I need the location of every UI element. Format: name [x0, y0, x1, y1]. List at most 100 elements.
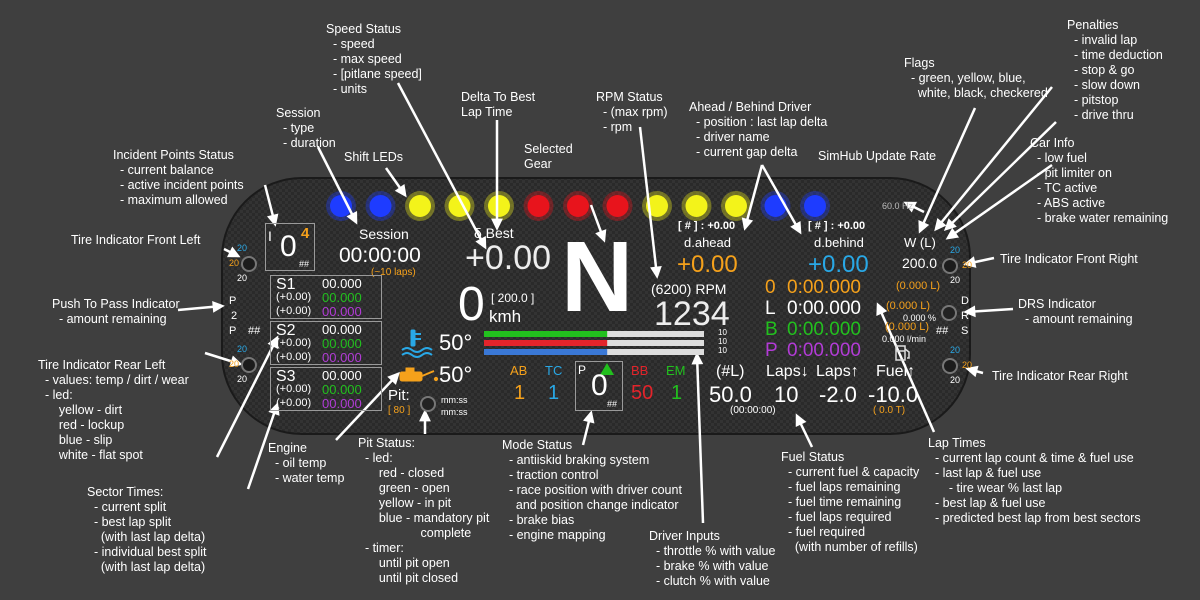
annotation-arrowhead	[918, 220, 930, 234]
shift-led-blue	[764, 195, 787, 217]
annotation-arrow	[945, 121, 1057, 230]
sector-individual-delta: (+0.00)	[276, 397, 312, 409]
annotation-arrowhead	[903, 201, 918, 213]
brake-value: 10	[718, 337, 727, 346]
annotation-arrow	[246, 404, 279, 490]
position-value: 0	[591, 369, 608, 402]
annotation-arrow	[215, 337, 279, 458]
tire-fr-mid: 20	[962, 260, 973, 270]
lap-current-label: 0	[765, 277, 776, 298]
sector-best: 00.000	[322, 290, 362, 305]
fuel-laps-remaining-label: Laps↓	[766, 363, 809, 380]
fuel-laps-remaining: 10	[774, 382, 799, 407]
ptp-amount: 2	[231, 310, 238, 322]
annotation-rpm-status: RPM Status - (max rpm) - rpm	[596, 90, 668, 134]
shift-led-yellow	[685, 195, 708, 217]
annotation-driver-inputs: Driver Inputs - throttle % with value - …	[649, 529, 776, 588]
tc-value: 1	[548, 382, 560, 404]
annotation-arrowhead	[650, 266, 662, 279]
shift-led-yellow	[646, 195, 668, 217]
session-laps: (~10 laps)	[371, 267, 416, 278]
tire-led-fl	[241, 256, 257, 272]
ahead-gap: +0.00	[677, 251, 738, 278]
lap-last-time: 0:00.000	[787, 298, 861, 319]
tc-label: TC	[545, 363, 563, 378]
annotation-tire-rear-left: Tire Indicator Rear Left - values: temp …	[38, 358, 189, 462]
lap-best-time: 0:00.000	[787, 319, 861, 340]
annotation-arrow	[743, 164, 764, 229]
position-count: ##	[607, 399, 618, 409]
drs-d: D	[961, 295, 969, 307]
annotation-arrow	[876, 304, 936, 433]
sector-best: 00.000	[322, 336, 362, 351]
incident-bar: I	[268, 228, 272, 244]
lap-last-label: L	[765, 298, 776, 319]
shift-led-blue	[804, 195, 826, 217]
drs-r: R	[961, 310, 969, 322]
fuel-capacity: (#L)	[716, 363, 745, 380]
annotation-selected-gear: Selected Gear	[524, 142, 573, 171]
annotation-shift-leds: Shift LEDs	[344, 150, 404, 164]
fuel-value: 50.0	[709, 382, 752, 407]
tire-wear: 0.000 %	[903, 313, 937, 323]
throttle-value: 10	[718, 328, 727, 337]
incident-value: 0	[280, 230, 297, 263]
abs-label: AB	[510, 363, 528, 378]
annotation-ahead-behind: Ahead / Behind Driver - position : last …	[689, 100, 828, 159]
annotation-arrowhead	[226, 246, 241, 258]
throttle-bar	[484, 331, 608, 337]
annotation-flags: Flags - green, yellow, blue, white, blac…	[904, 56, 1048, 100]
clutch-bar	[484, 349, 608, 355]
driver-input-bars	[484, 331, 704, 355]
annotation-arrow	[335, 373, 399, 441]
position-label: P	[578, 363, 587, 377]
tire-led-rl	[241, 357, 257, 373]
sector-best: 00.000	[322, 382, 362, 397]
annotation-incident-points: Incident Points Status - current balance…	[113, 148, 244, 207]
behind-name: d.behind	[814, 235, 864, 250]
tire-led-fr	[942, 258, 958, 274]
lap-current-fuel: (0.000 L)	[896, 280, 941, 292]
tire-rr-top: 20	[950, 345, 961, 355]
annotation-arrowhead	[267, 335, 279, 350]
sector-best-delta: (+0.00)	[276, 383, 312, 395]
engine-map-label: EM	[666, 363, 686, 378]
flag-text: W (L)	[904, 235, 936, 250]
oil-can-icon	[399, 367, 439, 382]
shift-led-yellow	[725, 195, 747, 217]
ahead-position: [ # ] : +0.00	[678, 220, 736, 232]
sector-name: S1	[276, 276, 296, 293]
incident-box	[265, 223, 315, 271]
fuel-rate: 0.000 l/min	[882, 334, 927, 344]
tire-fr-bot: 20	[950, 275, 961, 285]
shift-led-yellow	[488, 195, 510, 217]
drs-s: S	[961, 325, 969, 337]
annotation-delta-best: Delta To Best Lap Time	[461, 90, 536, 119]
pit-led	[420, 396, 436, 412]
gear-display: N	[561, 221, 634, 333]
rpm-value: 1234	[654, 295, 730, 333]
delta-value: +0.00	[465, 239, 552, 277]
fuel-refills: ( 0.0 T)	[873, 405, 906, 416]
tire-rl-bot: 20	[237, 374, 248, 384]
annotation-simhub-rate: SimHub Update Rate	[818, 149, 937, 163]
sector-box	[270, 367, 382, 411]
engine-map-value: 1	[671, 382, 683, 404]
behind-position: [ # ] : +0.00	[808, 220, 866, 232]
tire-led-rr	[942, 358, 958, 374]
tire-rl-top: 20	[237, 344, 248, 354]
annotation-arrowhead	[790, 220, 802, 235]
annotation-arrowhead	[945, 227, 960, 240]
lap-current-time: 0:00.000	[787, 277, 861, 298]
ahead-name: d.ahead	[684, 235, 731, 250]
annotation-tire-front-left: Tire Indicator Front Left	[71, 233, 201, 247]
shift-led-blue	[369, 195, 392, 217]
annotation-arrowhead	[595, 229, 607, 243]
tire-rr-mid: 20	[962, 360, 973, 370]
annotation-arrowhead	[491, 218, 503, 231]
tire-rr-bot: 20	[950, 375, 961, 385]
abs-value: 1	[514, 382, 526, 404]
fuel-laps-required-label: Laps↑	[816, 363, 859, 380]
sector-best-delta: (+0.00)	[276, 291, 312, 303]
